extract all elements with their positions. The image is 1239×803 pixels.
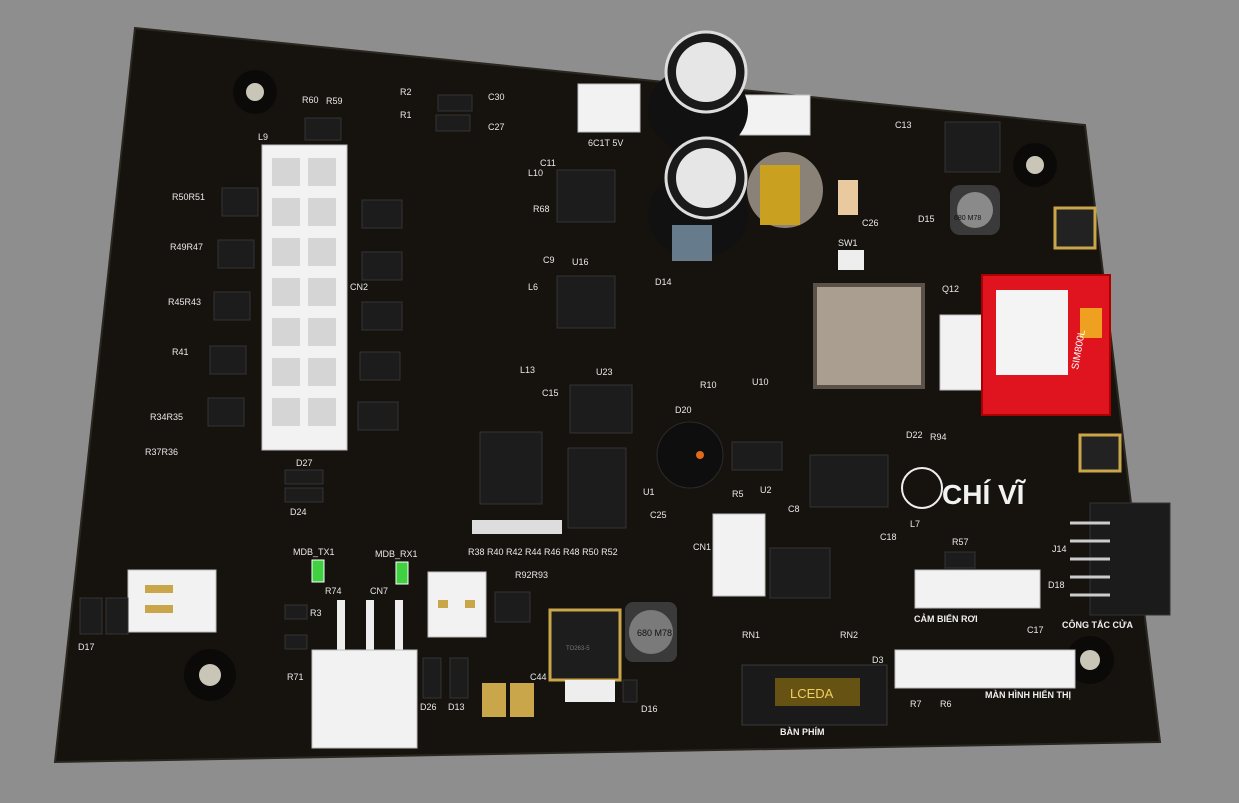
led-rx (395, 561, 409, 585)
connector-top-right (739, 94, 811, 136)
label-left-res-0: R50R51 (172, 192, 205, 202)
label-left-res-3: R41 (172, 347, 189, 357)
label-r60: R60 (302, 95, 319, 105)
label-cn7: CN7 (370, 586, 388, 596)
buzzer (656, 421, 724, 489)
label-c26: C26 (862, 218, 879, 228)
label-cn1: CN1 (693, 542, 711, 552)
label-c9: C9 (543, 255, 555, 265)
drop-sensor-connector (914, 569, 1041, 609)
connector-cn7 (311, 600, 418, 749)
label-lceda: LCEDA (790, 686, 834, 701)
label-rn1: RN1 (742, 630, 760, 640)
label-d20: D20 (675, 405, 692, 415)
label-cn2: CN2 (350, 282, 368, 292)
label-d26: D26 (420, 702, 437, 712)
label-u23: U23 (596, 367, 613, 377)
label-r71: R71 (287, 672, 304, 682)
label-r68: R68 (533, 204, 550, 214)
label-r59: R59 (326, 96, 343, 106)
label-u1: U1 (643, 487, 655, 497)
label-c11: C11 (540, 158, 556, 168)
label-d15: D15 (918, 214, 935, 224)
label-r57: R57 (952, 537, 969, 547)
label-l6: L6 (528, 282, 538, 292)
switch-sw1 (838, 250, 864, 270)
label-c27: C27 (488, 122, 505, 132)
logo-text: CHÍ VĨ (942, 479, 1027, 510)
label-d13: D13 (448, 702, 465, 712)
label-c18: C18 (880, 532, 897, 542)
label-c13: C13 (895, 120, 912, 130)
label-to263: TO263-5 (566, 646, 590, 652)
label-cam-bien-roi: CẢM BIẾN RƠI (914, 613, 978, 624)
connector-left-2pin (127, 569, 217, 633)
label-u2: U2 (760, 485, 772, 495)
label-left-res-4: R34R35 (150, 412, 183, 422)
label-left-res-2: R45R43 (168, 297, 201, 307)
label-l9: L9 (258, 132, 268, 142)
label-l13: L13 (520, 365, 535, 375)
label-q12: Q12 (942, 284, 959, 294)
label-r1: R1 (400, 110, 412, 120)
label-left-res-1: R49R47 (170, 242, 203, 252)
label-left-res-5: R37R36 (145, 447, 178, 457)
label-r10: R10 (700, 380, 717, 390)
regulator-to263 (548, 608, 622, 682)
mounting-holes (184, 70, 1114, 701)
label-r38-r52: R38 R40 R42 R44 R46 R48 R50 R52 (468, 547, 618, 557)
label-c8: C8 (788, 504, 800, 514)
label-r6: R6 (940, 699, 952, 709)
display-connector (894, 649, 1076, 689)
label-c44: C44 (530, 672, 547, 682)
label-d3: D3 (872, 655, 884, 665)
label-r7: R7 (910, 699, 922, 709)
chi-vi-logo: CHÍ VĨ (901, 467, 1027, 510)
wifi-module (813, 283, 925, 389)
label-conn-5v: 6C1T 5V (588, 138, 623, 148)
label-d17: D17 (78, 642, 95, 652)
label-d24: D24 (290, 507, 307, 517)
label-ban-phim: BÀN PHÍM (780, 727, 825, 737)
label-rn2: RN2 (840, 630, 858, 640)
label-r2: R2 (400, 87, 412, 97)
label-d18: D18 (1048, 580, 1065, 590)
label-d16: D16 (641, 704, 658, 714)
label-l7: L7 (910, 519, 920, 529)
electrolytic-capacitors (648, 30, 748, 261)
label-r94: R94 (930, 432, 947, 442)
label-l10: L10 (528, 168, 543, 178)
label-man-hinh: MÀN HÌNH HIỂN THỊ (985, 689, 1071, 700)
label-r5: R5 (732, 489, 744, 499)
label-cong-tac-cua: CÔNG TẮC CỬA (1062, 619, 1133, 630)
label-u16: U16 (572, 257, 589, 267)
label-r74: R74 (325, 586, 342, 596)
connector-cn1 (712, 513, 766, 597)
led-tx (311, 559, 325, 583)
label-u10: U10 (752, 377, 769, 387)
left-ics (207, 187, 403, 431)
label-d27: D27 (296, 458, 313, 468)
label-c17: C17 (1027, 625, 1044, 635)
label-c25: C25 (650, 510, 667, 520)
label-mdb-tx: MDB_TX1 (293, 547, 335, 557)
label-inductor-2: 680 M78 (954, 215, 981, 222)
connector-5v (577, 83, 641, 133)
label-d14: D14 (655, 277, 672, 287)
label-d22: D22 (906, 430, 923, 440)
label-mdb-rx: MDB_RX1 (375, 549, 418, 559)
label-c30: C30 (488, 92, 505, 102)
label-sw1: SW1 (838, 238, 858, 248)
label-r92r93: R92R93 (515, 570, 548, 580)
label-j14: J14 (1052, 544, 1067, 554)
label-inductor: 680 M78 (637, 628, 672, 638)
label-c15: C15 (542, 388, 559, 398)
label-r3: R3 (310, 608, 322, 618)
